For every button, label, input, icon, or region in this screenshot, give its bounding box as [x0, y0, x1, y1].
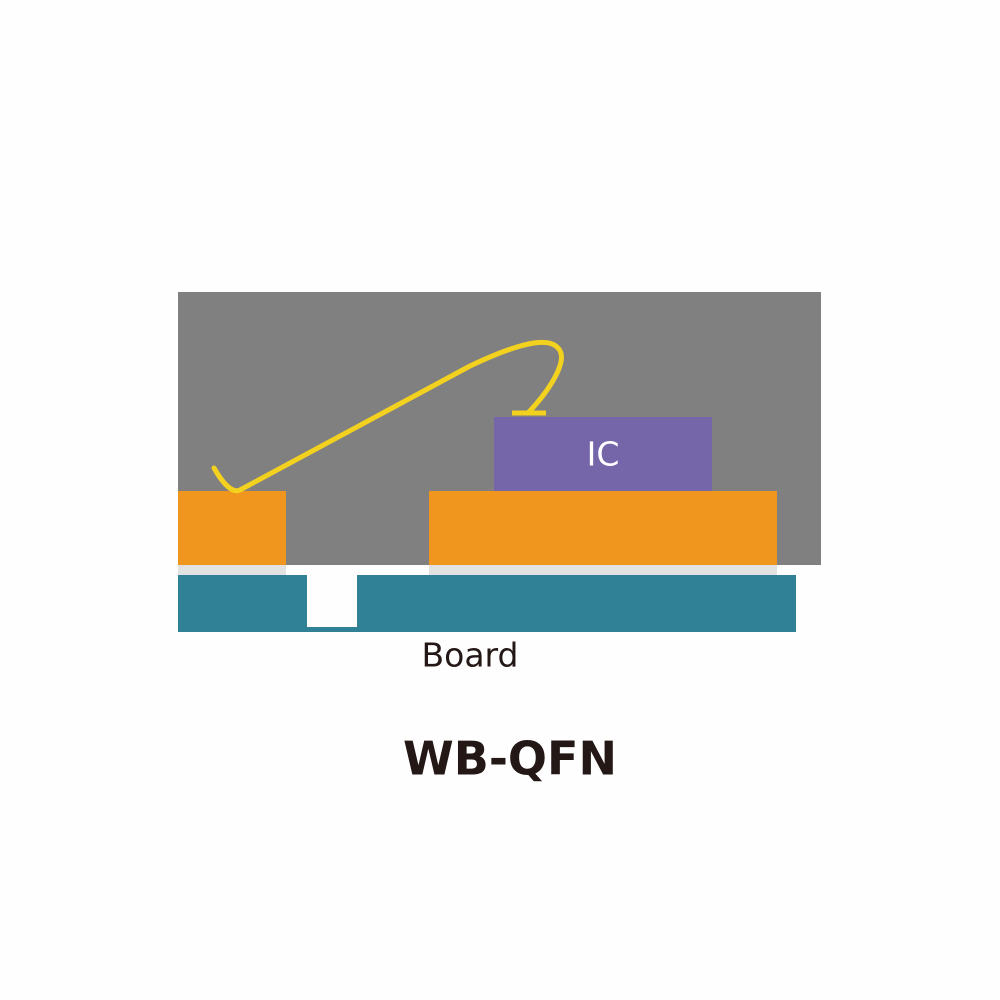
lead-terminal — [178, 491, 286, 565]
solder-layer-pad — [429, 565, 777, 575]
die-attach-pad — [429, 491, 777, 565]
board-bottom-edge — [178, 627, 796, 632]
ic-die — [494, 417, 712, 491]
ic-label: IC — [587, 435, 620, 474]
package-caption: WB-QFN — [403, 732, 617, 786]
bond-wire — [211, 339, 564, 494]
board-segment-left — [178, 575, 307, 628]
board-segment-right — [357, 575, 796, 628]
solder-layer-left — [178, 565, 286, 575]
board-label: Board — [422, 636, 519, 675]
